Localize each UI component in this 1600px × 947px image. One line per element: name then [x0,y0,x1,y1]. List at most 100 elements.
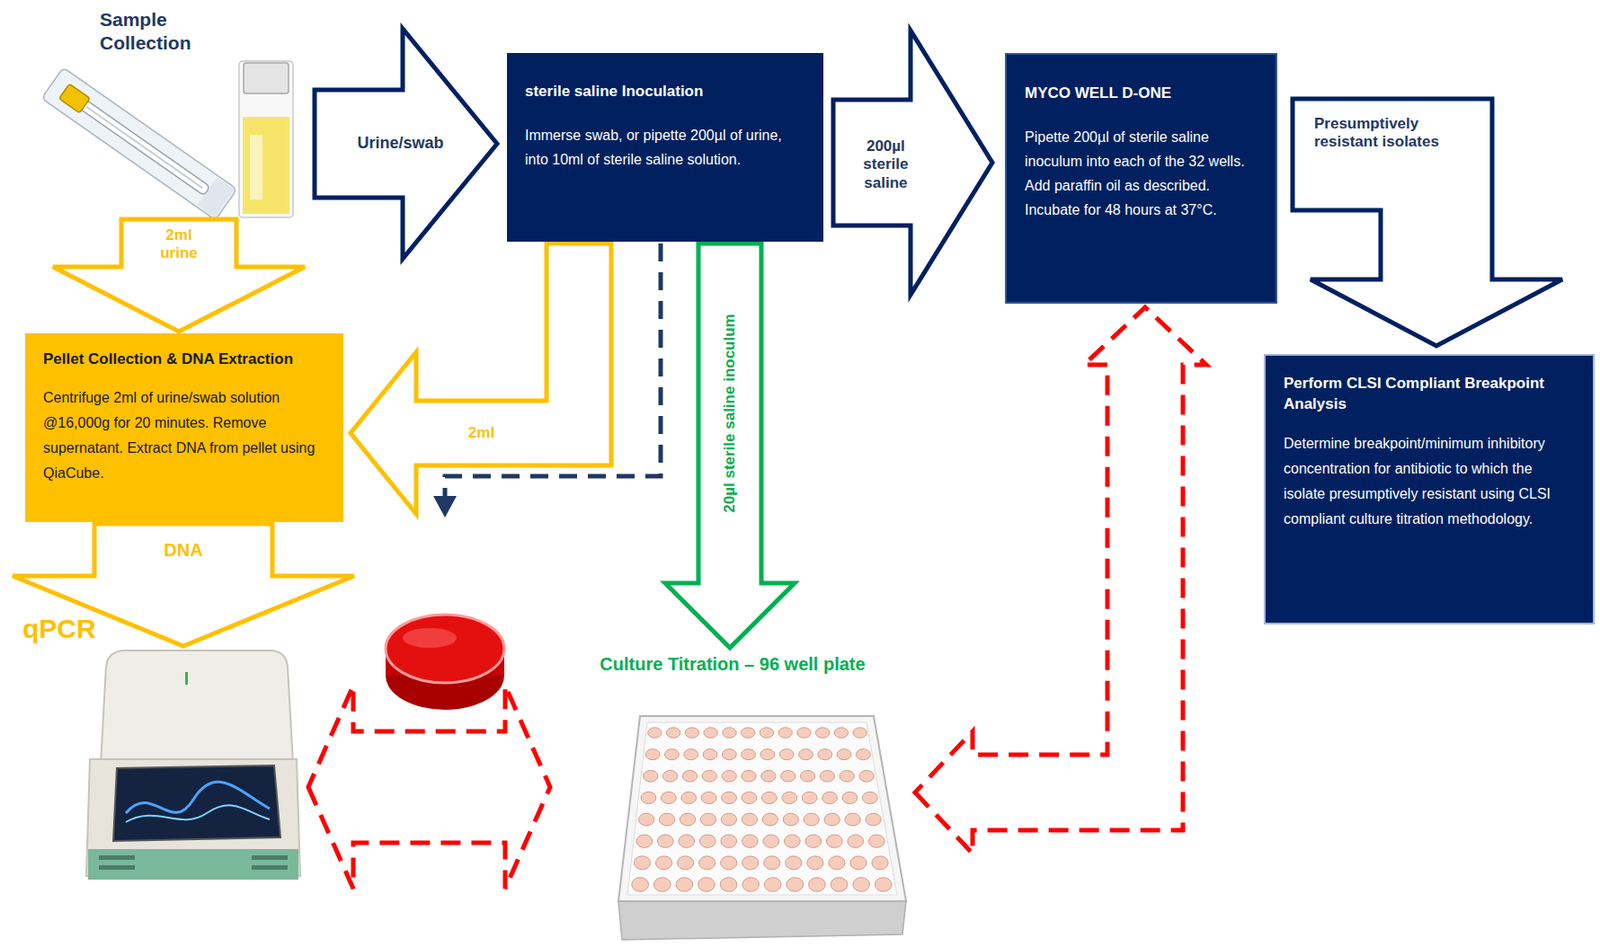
plate-well [675,878,694,893]
agar-plate [402,628,457,649]
plate-well [782,813,799,827]
plate-well [781,770,796,783]
plate-well [871,856,889,871]
box-heading: Culture Titration – 96 well plate [557,652,908,676]
plate-well [678,835,695,848]
plate-well [828,856,845,871]
plate-well [799,749,814,761]
plate-well [720,835,738,848]
plate-well [720,856,738,871]
agar-plate [385,614,505,684]
plate-well [850,856,867,871]
process-box: Perform CLSI Compliant Breakpoint Analys… [1263,354,1595,625]
plate-well [853,728,867,738]
plate-well [658,813,675,827]
plate-well [640,791,657,804]
plate-well [830,878,848,893]
plate-well [720,813,737,827]
plate-well [740,728,755,738]
process-box: sterile saline InoculationImmerse swab, … [506,53,824,242]
swab-pack [41,67,237,221]
qpcr-instrument [125,805,270,823]
plate-well [778,728,792,738]
qpcr-instrument [125,782,270,814]
qpcr-instrument [98,865,135,871]
plate-well [815,728,829,738]
plate-well [824,813,840,827]
plate-well [703,728,718,738]
plate-well [655,856,672,871]
plate-well [722,728,737,738]
plate-well [662,770,677,783]
block-arrow [665,243,795,649]
plate-well [855,749,871,761]
plate-well [698,878,716,893]
block-arrow [350,243,612,515]
qpcr-instrument [100,650,294,765]
urine-container [239,61,294,218]
qpcr-instrument [113,765,281,842]
plate-well [764,856,781,871]
plate-well [741,791,757,804]
swab-pack [79,98,211,196]
box-heading: Sample Collection [99,8,217,56]
box-body: Determine breakpoint/minimum inhibitory … [1283,431,1575,533]
plate-well [842,791,858,804]
sample-group: Sample Collection [45,8,298,220]
qpcr-instrument [98,855,135,861]
box-heading: Pellet Collection & DNA Extraction [43,349,326,370]
process-box: Pellet Collection & DNA ExtractionCentri… [25,333,344,523]
plate-well [801,791,818,804]
arrow-label: 2ml urine [151,226,206,264]
plate-well [684,728,699,738]
plate-well [826,835,843,848]
plate-well [797,728,811,738]
plate-well [786,878,804,893]
plate-well [721,749,737,761]
plate-well [677,856,694,871]
plate-well [643,770,658,783]
urine-container [242,116,290,214]
agar-plate [385,614,505,711]
plate-well [844,813,861,827]
plate-well [700,813,716,827]
plate-well [699,835,716,848]
plate-well [633,856,650,871]
plate-well [862,791,878,804]
plate-well [817,749,833,761]
plate-well [805,835,822,848]
block-arrow [1292,98,1563,347]
plate-well [808,878,827,893]
urine-container [239,61,294,218]
plate-well [839,770,854,783]
plate-well [721,770,737,783]
plate-well [760,749,775,761]
box-heading: MYCO WELL D-ONE [1024,83,1258,104]
urine-container [243,62,289,94]
plate-well [785,856,802,871]
plate-well [684,749,699,761]
plate-well [742,878,760,893]
arrow-label: 20µl sterile saline inoculum [720,313,739,513]
block-arrow [53,219,305,332]
swab-pack [59,83,90,113]
dashed-block-arrow [308,685,551,889]
plate-well [631,878,649,893]
plate-well [836,749,852,761]
box-heading: qPCR [22,613,97,644]
plate-well [868,835,885,848]
urine-container [249,134,263,200]
plate-well [800,770,815,783]
plate-well [639,813,655,827]
plate-group: Culture Titration – 96 well plate [557,652,908,944]
well-plate [618,716,907,902]
plate-well [782,791,798,804]
plate-well [721,791,738,804]
plate-well [664,749,679,761]
plate-well [660,791,676,804]
plate-well [822,791,838,804]
plate-well [699,856,716,871]
arrow-label: Urine/swab [356,133,444,154]
well-plate [627,722,898,896]
